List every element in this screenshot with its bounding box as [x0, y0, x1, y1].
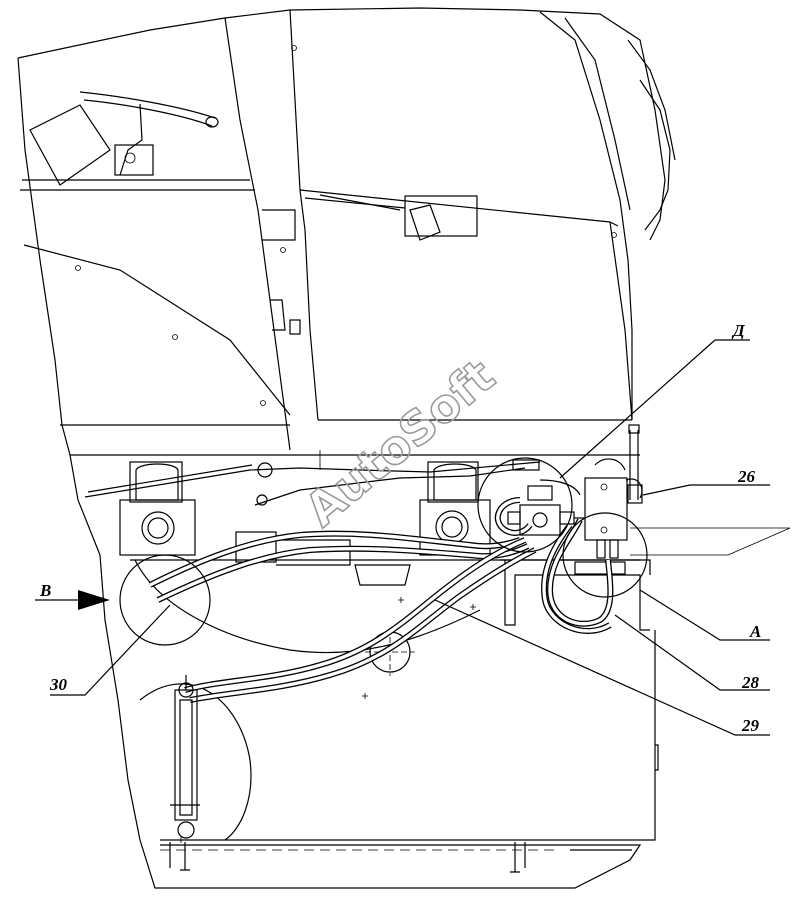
label-d: Д [731, 321, 746, 340]
hoses [148, 458, 626, 703]
label-28: 28 [741, 673, 760, 692]
panel-bolts [75, 45, 617, 406]
leader-lines [50, 339, 770, 736]
valve-block [507, 485, 585, 536]
cab-outline [17, 7, 676, 556]
frame [99, 450, 791, 889]
steering-wheel [29, 91, 219, 186]
label-a: A [749, 622, 761, 641]
distributor-26 [584, 424, 643, 559]
watermark: AutoSoft [295, 349, 505, 537]
detail-circles [119, 457, 648, 646]
crosses [178, 597, 476, 843]
cables [84, 459, 541, 506]
label-26: 26 [737, 467, 756, 486]
label-29: 29 [741, 716, 760, 735]
hydraulic-cylinder [170, 675, 200, 839]
view-arrow-b [35, 590, 110, 610]
label-30: 30 [49, 675, 68, 694]
label-b: B [39, 581, 51, 600]
